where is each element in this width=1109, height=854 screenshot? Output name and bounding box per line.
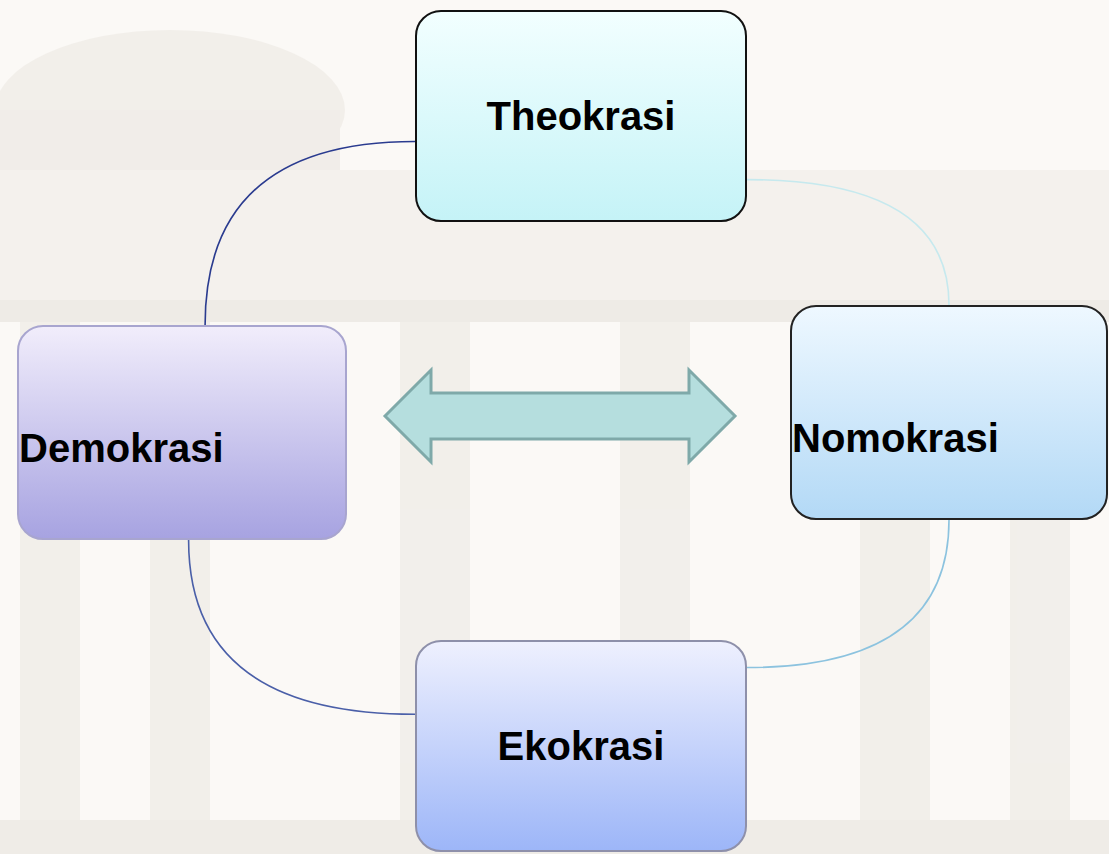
concept-box: Nomokrasi (790, 305, 1108, 520)
cycle-arc (747, 180, 949, 305)
node-label: Ekokrasi (498, 723, 665, 769)
concept-box: Theokrasi (415, 10, 747, 222)
cycle-arc (747, 520, 949, 668)
concept-box: Demokrasi (17, 325, 347, 540)
concept-box: Ekokrasi (415, 640, 747, 852)
node-label: Demokrasi (19, 425, 224, 471)
double-block-arrow (385, 370, 735, 462)
cycle-arc (205, 141, 415, 325)
node-label: Nomokrasi (792, 415, 999, 461)
node-label: Theokrasi (487, 93, 676, 139)
cycle-arc (189, 540, 415, 714)
